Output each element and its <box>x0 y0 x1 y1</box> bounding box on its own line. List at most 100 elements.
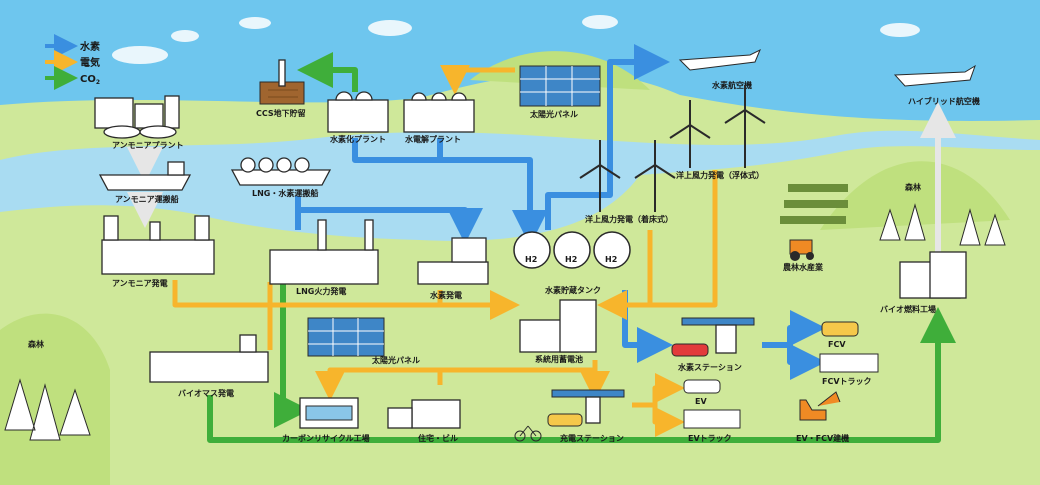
offshore-wind-floating: 洋上風力発電（浮体式） <box>669 85 766 180</box>
cloud-icon <box>368 20 412 36</box>
h2-mark: H2 <box>525 255 537 264</box>
forest-right: 森林 <box>879 182 1006 246</box>
river <box>0 130 1040 241</box>
hydrogen-arrow-fcv <box>762 310 826 348</box>
ccs-storage: CCS地下貯留 <box>256 59 306 118</box>
label-solar-top: 太陽光パネル <box>529 109 578 119</box>
fcv-truck: FCVトラック <box>819 353 879 386</box>
truck-icon <box>819 353 879 373</box>
hydrogen-aircraft: 水素航空機 <box>678 48 761 90</box>
electricity-arrow-battery-out <box>315 360 598 401</box>
forest-left: 森林 <box>4 339 91 441</box>
cloud-icon <box>582 15 618 29</box>
grid-battery: 系統用蓄電池 <box>519 299 597 364</box>
cyclist-icon <box>514 425 542 442</box>
label-biomass-power: バイオマス発電 <box>178 388 234 398</box>
legend-co2: CO2 <box>80 74 100 86</box>
label-hydrogen-aircraft: 水素航空機 <box>711 80 752 90</box>
charging-station: 充電ステーション <box>547 389 625 443</box>
label-forest-right: 森林 <box>905 182 921 192</box>
cloud-icon <box>171 30 199 42</box>
car-icon <box>671 343 709 357</box>
co2-arrow-lng <box>274 280 310 428</box>
co2-arrow-ccs <box>297 52 358 92</box>
hill <box>0 313 110 485</box>
label-fcv: FCV <box>828 340 846 349</box>
agriculture: 農林水産業 <box>780 184 848 272</box>
label-biofuel-factory: バイオ燃料工場 <box>880 304 936 314</box>
lng-ship: LNG・水素運搬船 <box>230 157 332 198</box>
label-hydrogen-power: 水素発電 <box>429 290 462 300</box>
car-icon <box>547 413 583 427</box>
label-construction: EV・FCV建機 <box>796 433 849 443</box>
biofuel-factory: バイオ燃料工場 <box>880 251 967 314</box>
label-offshore-fixed: 洋上風力発電（着床式） <box>585 214 673 224</box>
hydrogenation-plant: 水素化プラント <box>327 91 389 144</box>
label-housing: 住宅・ビル <box>418 433 458 443</box>
car-icon <box>821 321 859 337</box>
electricity-arrow-solar-top <box>440 65 515 95</box>
label-ammonia-plant: アンモニアプラント <box>112 140 184 150</box>
legend: 水素 電気 CO2 <box>45 34 100 90</box>
label-ccs: CCS地下貯留 <box>256 108 306 118</box>
label-hydrogen-station: 水素ステーション <box>677 362 742 372</box>
electricity-arrow-ev <box>632 373 685 408</box>
label-lng-ship: LNG・水素運搬船 <box>252 188 318 198</box>
label-fcv-truck: FCVトラック <box>822 376 872 386</box>
lng-power: LNG火力発電 <box>269 219 379 296</box>
hydrogen-arrow-aircraft <box>545 44 670 230</box>
hill <box>820 161 1010 230</box>
hydrogen-arrow-fcv-truck <box>787 344 826 380</box>
carbon-recycle-factory: カーボンリサイクル工場 <box>282 397 370 443</box>
car-icon <box>683 379 721 394</box>
construction-machine: EV・FCV建機 <box>796 391 849 443</box>
label-solar-mid: 太陽光パネル <box>371 355 420 365</box>
tractor-icon <box>789 239 813 255</box>
ammonia-ship: アンモニア運搬船 <box>98 161 192 204</box>
ev: EV <box>683 379 721 406</box>
label-carbon-recycle: カーボンリサイクル工場 <box>282 433 370 443</box>
truck-icon <box>683 409 741 429</box>
label-electrolysis-plant: 水電解プラント <box>404 134 461 144</box>
ammonia-power: アンモニア発電 <box>101 215 215 288</box>
solar-panel-top: 太陽光パネル <box>519 65 601 119</box>
h2-mark: H2 <box>565 255 577 264</box>
cloud-icon <box>112 46 168 64</box>
label-agriculture: 農林水産業 <box>783 262 824 272</box>
co2-arrow-loop <box>207 307 956 443</box>
electricity-arrow-main-line <box>172 280 520 320</box>
ammonia-plant: アンモニアプラント <box>94 95 184 150</box>
electricity-arrow-wind <box>597 170 718 320</box>
label-ev-truck: EVトラック <box>688 433 732 443</box>
label-ev: EV <box>695 397 707 406</box>
legend-electricity: 電気 <box>80 56 100 69</box>
h2-mark: H2 <box>605 255 617 264</box>
electrolysis-plant: 水電解プラント <box>403 92 475 144</box>
excavator-icon <box>799 391 841 421</box>
electricity-arrow-ev-truck <box>652 405 685 437</box>
ev-truck: EVトラック <box>683 409 741 443</box>
label-ammonia-power: アンモニア発電 <box>112 278 168 288</box>
label-offshore-floating: 洋上風力発電（浮体式） <box>676 170 764 180</box>
label-hybrid-aircraft: ハイブリッド航空機 <box>908 96 980 106</box>
label-forest-left: 森林 <box>28 339 44 349</box>
cloud-icon <box>239 17 271 29</box>
fcv: FCV <box>821 321 859 349</box>
label-hydrogen-tank: 水素貯蔵タンク <box>544 285 601 295</box>
hydrogen-station: 水素ステーション <box>671 317 755 372</box>
housing: 住宅・ビル <box>387 399 461 443</box>
label-lng-power: LNG火力発電 <box>296 286 346 296</box>
label-charging-station: 充電ステーション <box>560 433 624 443</box>
hydrogen-power: 水素発電 <box>417 237 489 300</box>
label-hydrogenation-plant: 水素化プラント <box>329 134 386 144</box>
hydrogen-arrow-ship <box>295 196 465 230</box>
hydrogen-tank: H2 H2 H2 水素貯蔵タンク <box>513 231 631 295</box>
legend-hydrogen: 水素 <box>79 40 100 53</box>
solar-panel-mid: 太陽光パネル <box>307 317 420 365</box>
label-grid-battery: 系統用蓄電池 <box>535 354 583 364</box>
hybrid-aircraft: ハイブリッド航空機 <box>893 64 980 106</box>
label-ammonia-ship: アンモニア運搬船 <box>115 194 179 204</box>
cloud-icon <box>880 23 920 37</box>
